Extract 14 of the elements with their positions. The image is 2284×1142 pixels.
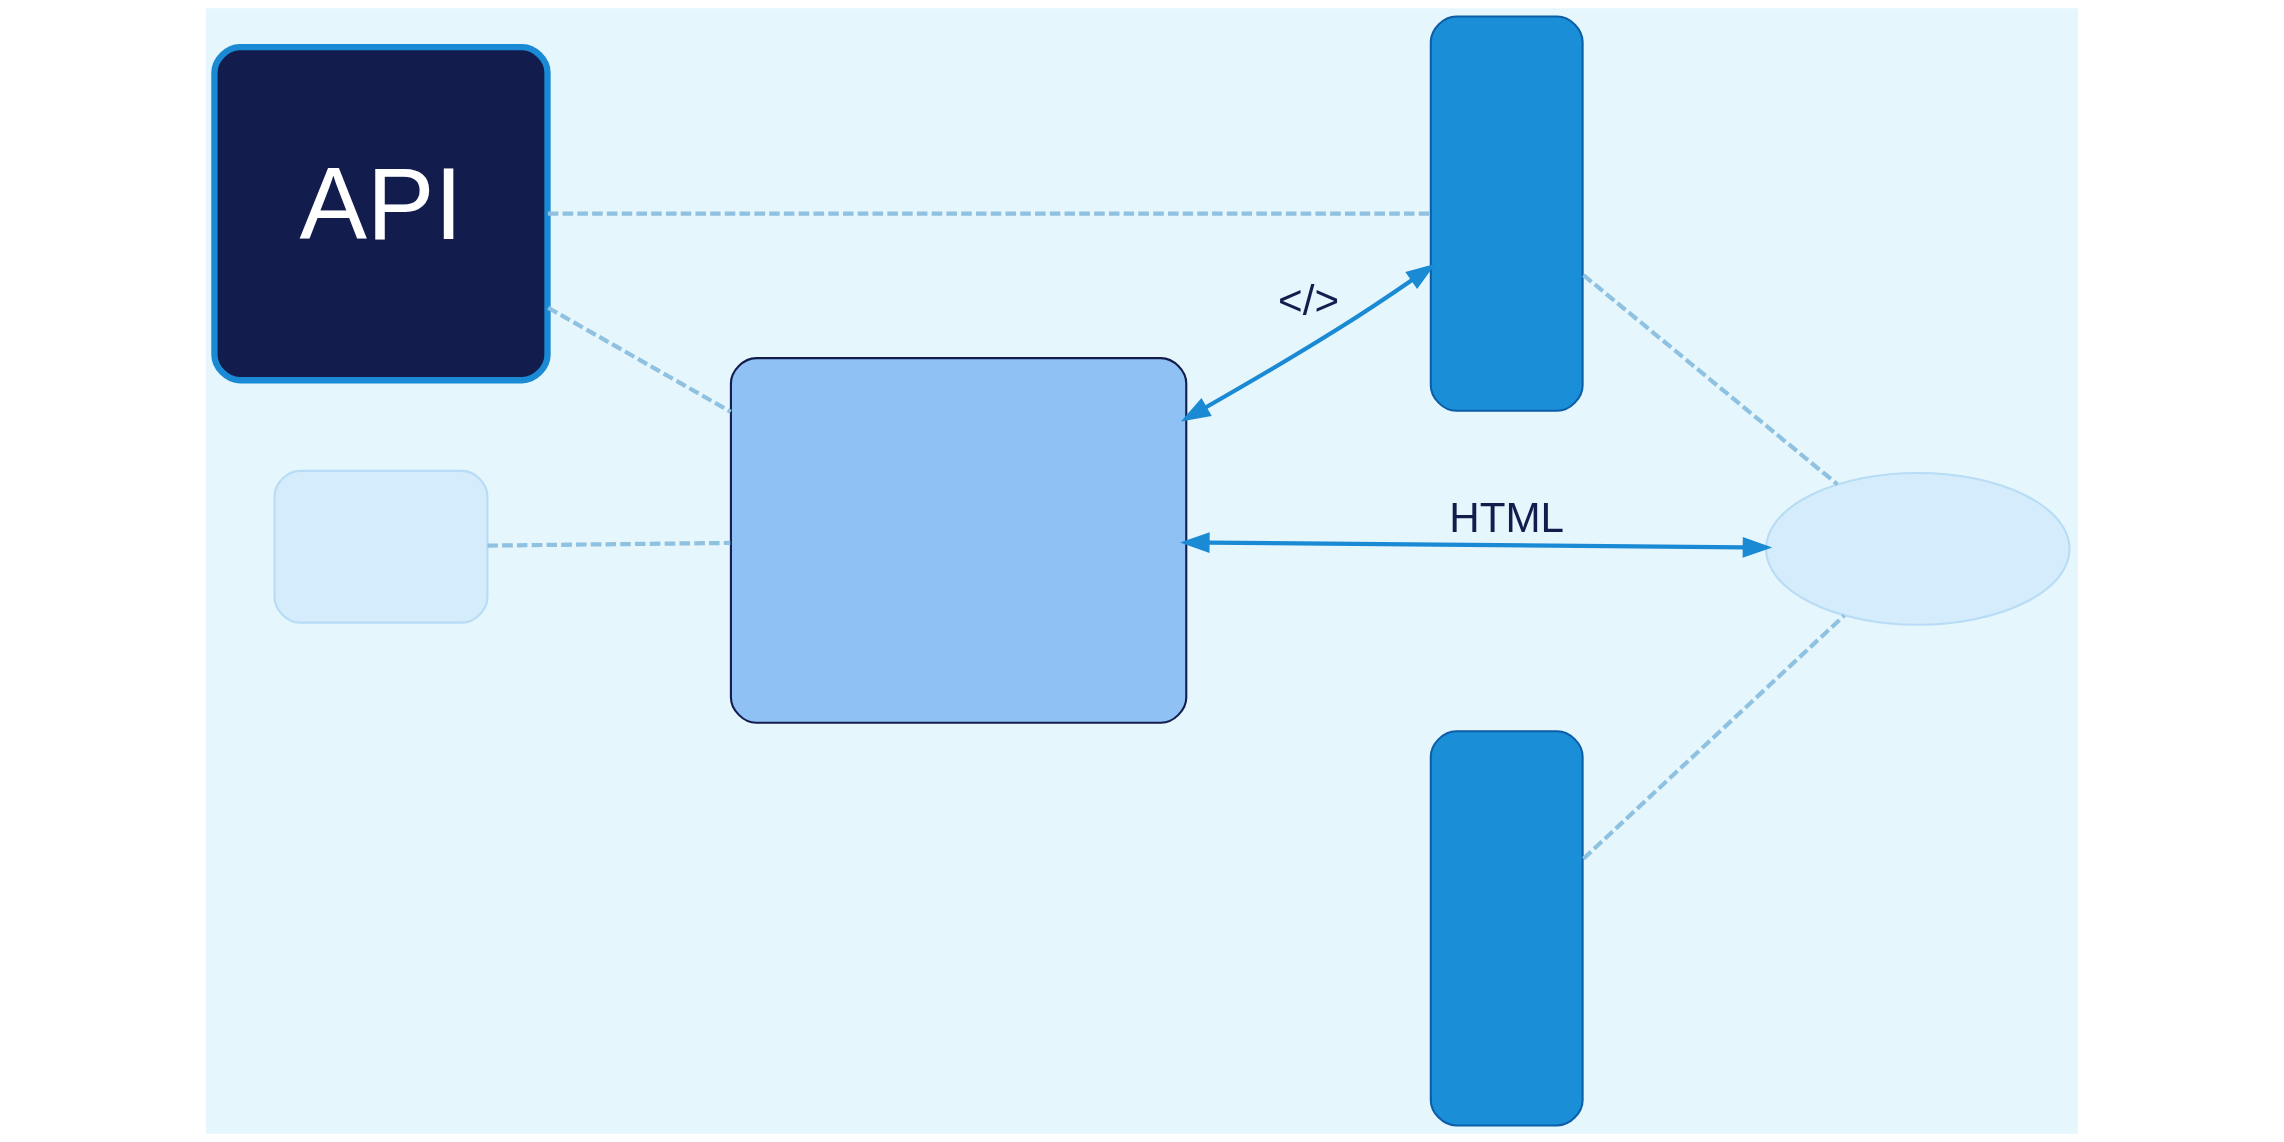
node-box <box>729 357 1188 724</box>
connector <box>547 211 1431 216</box>
node-cloud <box>1764 471 2071 626</box>
edge-label: HTML <box>1449 494 1565 541</box>
node-box <box>1429 730 1584 1127</box>
arrow <box>1180 532 1773 558</box>
node-box <box>1429 15 1584 412</box>
edge-label: </> <box>1278 276 1340 324</box>
connector <box>547 305 732 414</box>
node-box <box>273 469 489 624</box>
node-box: API <box>211 44 551 384</box>
connector <box>487 540 731 548</box>
connector <box>1582 273 1839 486</box>
connector <box>1582 613 1846 861</box>
